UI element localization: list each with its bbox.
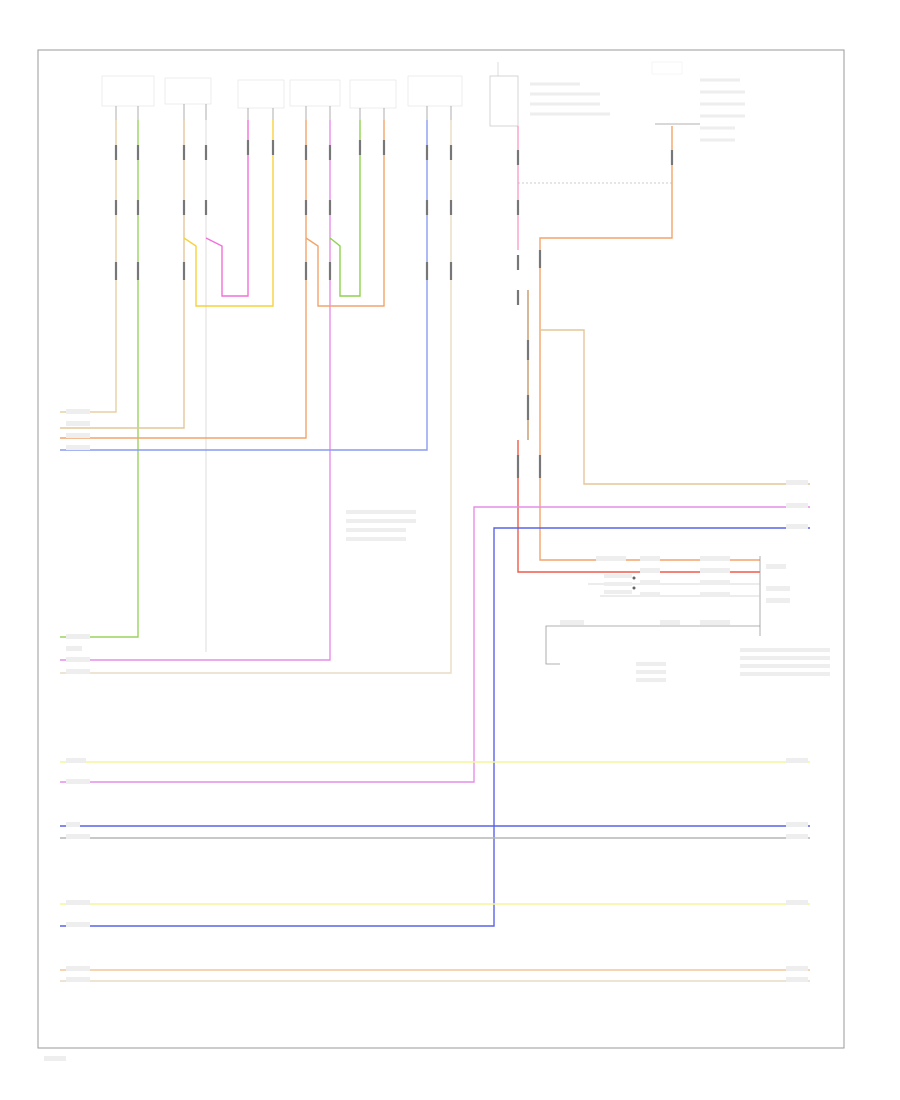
wire-rf-minus — [60, 120, 452, 674]
amplifier-module — [545, 556, 830, 682]
component-hot-at-all-times-fuse — [489, 62, 610, 127]
power-wires — [516, 126, 810, 573]
component-headers — [101, 61, 745, 142]
wire-blue-right — [60, 527, 810, 927]
wire-rt-orange — [305, 120, 385, 307]
wire-lf-minus — [60, 120, 139, 638]
amp-terminal-1 — [632, 576, 636, 580]
wire-lt-yellow — [183, 120, 274, 307]
wire-rr-minus-magenta — [60, 120, 331, 661]
component-right-tweeter — [349, 79, 397, 120]
wire-orange-run — [539, 126, 760, 561]
wire-lr-plus — [60, 120, 185, 429]
wire-rt-green — [329, 120, 361, 297]
wire-rr-plus — [60, 120, 307, 439]
wire-lt-pink — [205, 120, 249, 297]
speaker-wires — [60, 120, 453, 674]
amp-terminal-2 — [632, 586, 636, 590]
left-wire-labels — [66, 409, 808, 982]
connector-marks-speakers — [114, 140, 453, 280]
wire-lf-plus — [60, 120, 117, 413]
wire-red-power — [517, 440, 760, 573]
component-left-tweeter — [237, 79, 285, 120]
component-right-front-speaker — [407, 75, 463, 120]
signal-wires — [60, 506, 810, 982]
amp-pin-labels — [560, 556, 830, 682]
component-left-rear-speaker — [164, 77, 212, 120]
legend-block — [346, 510, 416, 541]
component-left-front-speaker — [101, 75, 155, 120]
wire-rf-plus — [60, 120, 428, 451]
wire-amp-ground — [545, 625, 760, 665]
component-right-rear-speaker — [289, 79, 341, 120]
page-reference — [44, 1056, 66, 1061]
component-hot-in-run-fuse — [651, 61, 745, 142]
diagram-frame — [37, 49, 845, 1049]
wire-pink-right — [60, 506, 810, 783]
connector-marks-power — [516, 150, 674, 478]
wire-tan-trigger — [540, 329, 810, 485]
